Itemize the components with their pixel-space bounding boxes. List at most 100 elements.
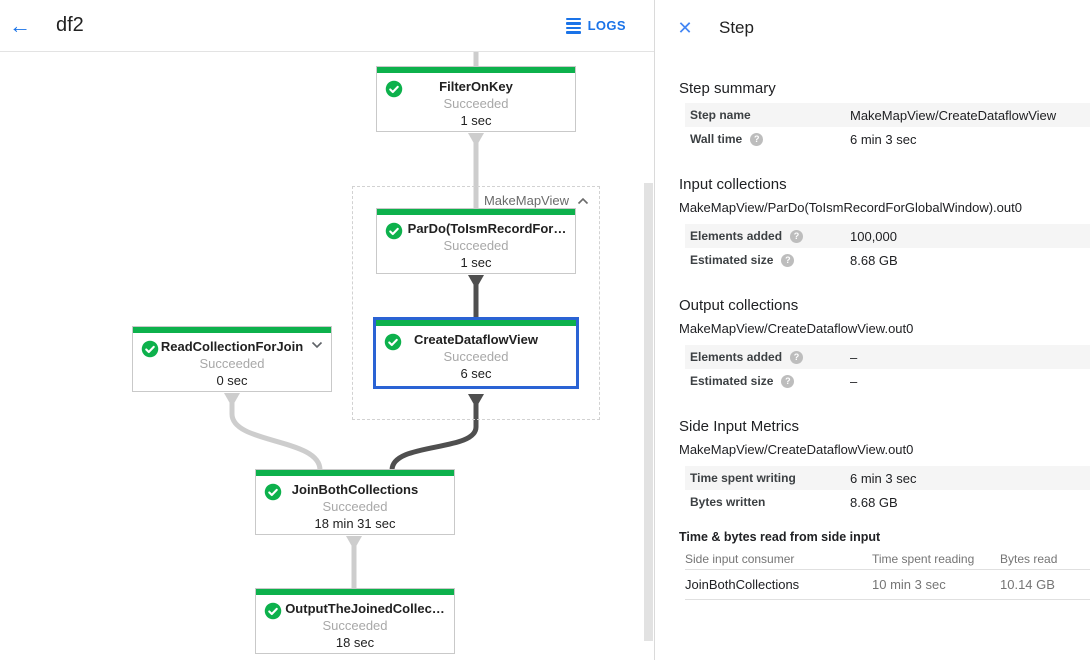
wall-time-label: Wall time ? (690, 132, 850, 146)
chevron-down-icon[interactable] (311, 341, 323, 349)
time-reading-cell: 10 min 3 sec (872, 577, 946, 592)
logs-button-label: LOGS (587, 18, 626, 33)
step-details-panel: ✕ Step Step summary Step name MakeMapVie… (655, 0, 1090, 660)
elements-added-row: Elements added ? 100,000 (685, 224, 1090, 248)
side-input-table: Side input consumer Time spent reading B… (685, 548, 1090, 600)
back-arrow-icon[interactable]: ← (9, 12, 31, 38)
node-title: ReadCollectionForJoin (160, 339, 304, 354)
node-status-bar (377, 67, 575, 73)
graph-node-filteronkey[interactable]: FilterOnKey Succeeded 1 sec (376, 66, 576, 132)
graph-node-joinbothcollections[interactable]: JoinBothCollections Succeeded 18 min 31 … (255, 469, 455, 535)
node-title: FilterOnKey (439, 79, 513, 94)
time-spent-writing-row: Time spent writing 6 min 3 sec (685, 466, 1090, 490)
step-panel-content: Step summary Step name MakeMapView/Creat… (655, 80, 1090, 600)
logs-button[interactable]: LOGS (565, 17, 626, 34)
help-icon[interactable]: ? (781, 253, 795, 267)
help-icon[interactable]: ? (781, 374, 795, 388)
estimated-size-label: Estimated size ? (690, 253, 850, 267)
step-name-label: Step name (690, 108, 751, 122)
node-time: 0 sec (216, 373, 248, 388)
elements-added-value: 100,000 (850, 228, 897, 244)
input-collections-rows: Elements added ? 100,000 Estimated size … (685, 224, 1090, 272)
node-status-bar (376, 320, 576, 326)
node-status-bar (256, 470, 454, 476)
side-input-rows: Time spent writing 6 min 3 sec Bytes wri… (685, 466, 1090, 514)
logs-list-icon (565, 17, 581, 34)
node-time: 6 sec (460, 366, 492, 381)
estimated-size-label: Estimated size ? (690, 374, 850, 388)
node-status: Succeeded (443, 96, 509, 111)
node-time: 1 sec (460, 255, 492, 270)
success-check-icon (385, 80, 403, 98)
summary-heading: Step summary (679, 80, 776, 97)
help-icon[interactable]: ? (790, 229, 804, 243)
bytes-written-label: Bytes written (690, 495, 766, 509)
elements-added-label: Elements added ? (690, 350, 850, 364)
node-status: Succeeded (199, 356, 265, 371)
input-collections-heading: Input collections (679, 176, 787, 193)
pane-divider (654, 0, 655, 660)
side-input-metrics-heading: Side Input Metrics (679, 418, 800, 435)
node-title: ParDo(ToIsmRecordFor… (407, 221, 567, 236)
estimated-size-value: – (850, 373, 858, 389)
success-check-icon (264, 483, 282, 501)
step-panel-title: Step (719, 18, 754, 37)
step-name-value: MakeMapView/CreateDataflowView (850, 107, 1057, 123)
graph-node-readcollectionforjoin[interactable]: ReadCollectionForJoin Succeeded 0 sec (132, 326, 332, 392)
graph-node-pardo-toismrecord[interactable]: ParDo(ToIsmRecordFor… Succeeded 1 sec (376, 208, 576, 274)
elements-added-value: – (850, 349, 858, 365)
column-bytes-read: Bytes read (1000, 551, 1058, 566)
step-name-row: Step name MakeMapView/CreateDataflowView (685, 103, 1090, 127)
side-input-table-header: Side input consumer Time spent reading B… (685, 548, 1090, 570)
estimated-size-row: Estimated size ? 8.68 GB (685, 248, 1090, 272)
step-panel-header: ✕ Step (655, 0, 1090, 56)
node-status: Succeeded (443, 349, 509, 364)
wall-time-value: 6 min 3 sec (850, 131, 917, 147)
success-check-icon (141, 340, 159, 358)
node-status: Succeeded (443, 238, 509, 253)
node-time: 18 min 31 sec (314, 516, 396, 531)
node-status: Succeeded (322, 499, 388, 514)
help-icon[interactable]: ? (750, 132, 764, 146)
node-status-bar (133, 327, 331, 333)
column-time-spent-reading: Time spent reading (872, 551, 975, 566)
time-spent-writing-value: 6 min 3 sec (850, 470, 917, 486)
estimated-size-row: Estimated size ? – (685, 369, 1090, 393)
node-title: CreateDataflowView (413, 332, 539, 347)
input-collection-name: MakeMapView/ParDo(ToIsmRecordForGlobalWi… (679, 200, 1022, 215)
graph-node-createdataflowview[interactable]: CreateDataflowView Succeeded 6 sec (373, 317, 579, 389)
bytes-written-value: 8.68 GB (850, 494, 898, 510)
consumer-cell: JoinBothCollections (685, 577, 800, 592)
group-makemapview-header[interactable]: MakeMapView (484, 193, 589, 208)
node-time: 18 sec (335, 635, 375, 650)
time-spent-writing-label: Time spent writing (690, 471, 796, 485)
job-header: ← df2 LOGS (0, 0, 654, 52)
close-icon[interactable]: ✕ (677, 17, 693, 38)
elements-added-row: Elements added ? – (685, 345, 1090, 369)
output-collections-rows: Elements added ? – Estimated size ? – (685, 345, 1090, 393)
success-check-icon (264, 602, 282, 620)
side-input-collection-name: MakeMapView/CreateDataflowView.out0 (679, 442, 914, 457)
bytes-read-cell: 10.14 GB (1000, 577, 1055, 592)
node-status-bar (256, 589, 454, 595)
graph-scrollbar-thumb[interactable] (644, 183, 653, 641)
column-side-input-consumer: Side input consumer (685, 551, 795, 566)
group-makemapview: MakeMapView (352, 186, 600, 420)
group-label: MakeMapView (483, 193, 569, 208)
elements-added-label: Elements added ? (690, 229, 850, 243)
job-graph-pane: MakeMapView FilterOnKey Succeeded 1 sec … (0, 0, 654, 654)
node-status: Succeeded (322, 618, 388, 633)
node-title: OutputTheJoinedCollec… (285, 601, 445, 616)
estimated-size-value: 8.68 GB (850, 252, 898, 268)
table-row: JoinBothCollections 10 min 3 sec 10.14 G… (685, 570, 1090, 600)
graph-edges (224, 52, 484, 588)
success-check-icon (384, 333, 402, 351)
success-check-icon (385, 222, 403, 240)
job-title: df2 (56, 14, 84, 36)
help-icon[interactable]: ? (790, 350, 804, 364)
graph-node-outputthejoinedcollection[interactable]: OutputTheJoinedCollec… Succeeded 18 sec (255, 588, 455, 654)
node-time: 1 sec (460, 113, 492, 128)
bytes-written-row: Bytes written 8.68 GB (685, 490, 1090, 514)
wall-time-row: Wall time ? 6 min 3 sec (685, 127, 1090, 151)
